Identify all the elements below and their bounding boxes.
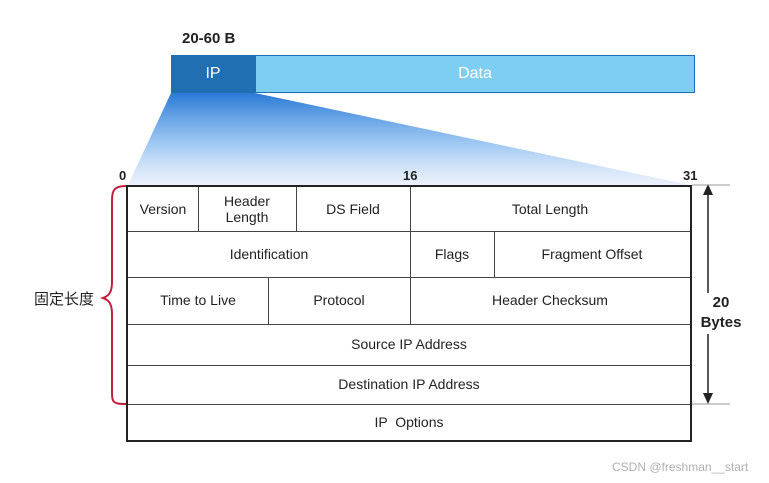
col-divider-r2-flags	[494, 231, 495, 277]
packet-size-label: 20-60 B	[182, 30, 236, 47]
row-divider-2	[128, 277, 690, 278]
field-header-length: Header Length	[224, 192, 270, 225]
ip-header-block: IP	[171, 55, 255, 93]
expansion-funnel	[128, 93, 690, 185]
field-protocol: Protocol	[313, 292, 365, 309]
field-version: Version	[139, 200, 187, 217]
field-fragment-offset: Fragment Offset	[541, 245, 643, 262]
bytes-arrow-up	[703, 184, 713, 195]
row-divider-1	[128, 231, 690, 232]
field-source-ip: Source IP Address	[351, 336, 467, 353]
ip-header-table: Version Header Length DS Field Total Len…	[126, 185, 692, 442]
field-ip-options: IP Options	[374, 413, 444, 430]
field-destination-ip: Destination IP Address	[338, 376, 480, 393]
col-divider-r1-a	[198, 187, 199, 231]
watermark: CSDN @freshman__start	[612, 460, 749, 474]
field-header-checksum: Header Checksum	[492, 292, 608, 309]
header-bytes-number: 20	[712, 294, 730, 311]
header-bytes-unit: Bytes	[700, 314, 742, 332]
data-block: Data	[255, 55, 695, 93]
field-flags: Flags	[434, 245, 470, 262]
row-divider-5	[128, 404, 690, 405]
header-bytes-label: 20 Bytes	[696, 293, 746, 334]
col-divider-16bit	[410, 187, 411, 324]
col-divider-r1-b	[296, 187, 297, 231]
bit-label-start: 0	[119, 168, 127, 183]
bytes-arrow-down	[703, 393, 713, 404]
bit-label-end: 31	[683, 168, 698, 183]
field-time-to-live: Time to Live	[160, 292, 236, 309]
field-identification: Identification	[229, 245, 309, 262]
data-label: Data	[458, 65, 492, 82]
row-divider-4	[128, 365, 690, 366]
ip-header-label: IP	[205, 65, 221, 82]
fixed-length-label: 固定长度	[34, 291, 95, 308]
field-total-length: Total Length	[511, 200, 589, 217]
col-divider-r3-ttl	[268, 277, 269, 324]
fixed-length-brace	[99, 185, 127, 405]
row-divider-3	[128, 324, 690, 325]
bit-label-mid: 16	[403, 168, 418, 183]
field-ds-field: DS Field	[326, 200, 380, 217]
